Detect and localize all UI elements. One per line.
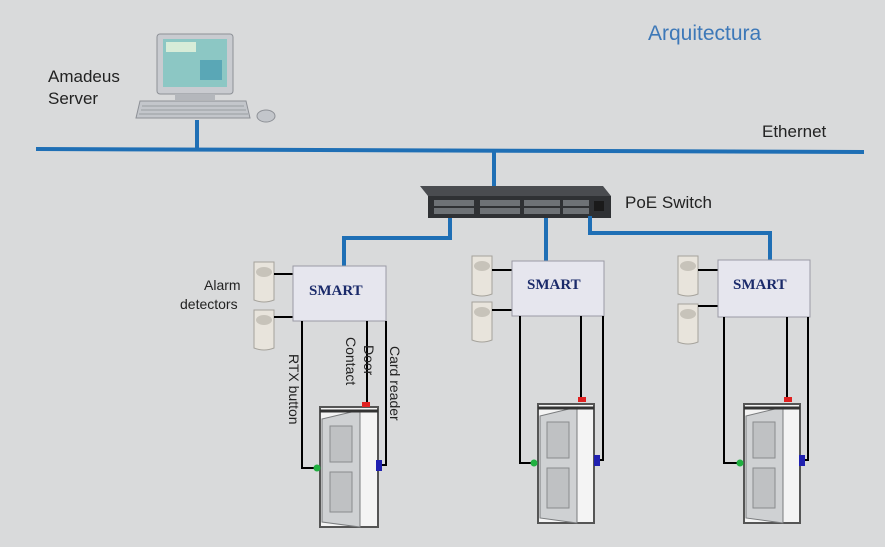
door-contact-label-line1: Door	[361, 345, 377, 376]
switch-to-smart-3	[588, 216, 772, 260]
alarm-detector-icon	[677, 255, 699, 297]
smart-controller-label: SMART	[527, 277, 581, 293]
rtx-button-icon	[530, 459, 538, 467]
server-label-line1: Amadeus	[48, 67, 120, 86]
alarm-detector-icon	[253, 261, 275, 303]
rtx-button-label: RTX button	[286, 354, 302, 425]
poe-switch-icon	[420, 186, 611, 218]
server-computer-icon	[135, 33, 276, 149]
server-label-line2: Server	[48, 89, 98, 108]
door-icon	[743, 403, 801, 524]
ethernet-backbone	[35, 147, 865, 154]
door-contact-label-line2: Contact	[343, 337, 359, 385]
diagram-title: Arquitectura	[648, 22, 762, 45]
smart-controller-label: SMART	[309, 283, 363, 299]
switch-label: PoE Switch	[625, 193, 712, 212]
smart-controller-1: SMART	[292, 265, 387, 322]
card-reader-icon	[799, 455, 805, 466]
alarm-detector-icon	[471, 301, 493, 343]
smart-controller-label: SMART	[733, 277, 787, 293]
door-icon	[537, 403, 595, 524]
alarm-label-line2: detectors	[180, 296, 238, 312]
rtx-button-icon	[736, 459, 744, 467]
card-reader-label: Card reader	[387, 346, 403, 421]
door-icon	[319, 406, 379, 528]
alarm-detector-icon	[253, 309, 275, 351]
card-reader-icon	[376, 460, 382, 471]
card-reader-icon	[594, 455, 600, 466]
switch-to-smart-1	[342, 218, 452, 266]
alarm-detector-icon	[471, 255, 493, 297]
rtx-button-icon	[313, 464, 321, 472]
door-contact-icon	[784, 397, 792, 402]
alarm-label-line1: Alarm	[204, 277, 241, 293]
ethernet-label: Ethernet	[762, 122, 827, 141]
door-contact-icon	[362, 402, 370, 407]
smart-controller-3: SMART	[717, 259, 811, 318]
smart-controller-2: SMART	[511, 260, 605, 317]
alarm-detector-icon	[677, 303, 699, 345]
door-contact-icon	[578, 397, 586, 402]
